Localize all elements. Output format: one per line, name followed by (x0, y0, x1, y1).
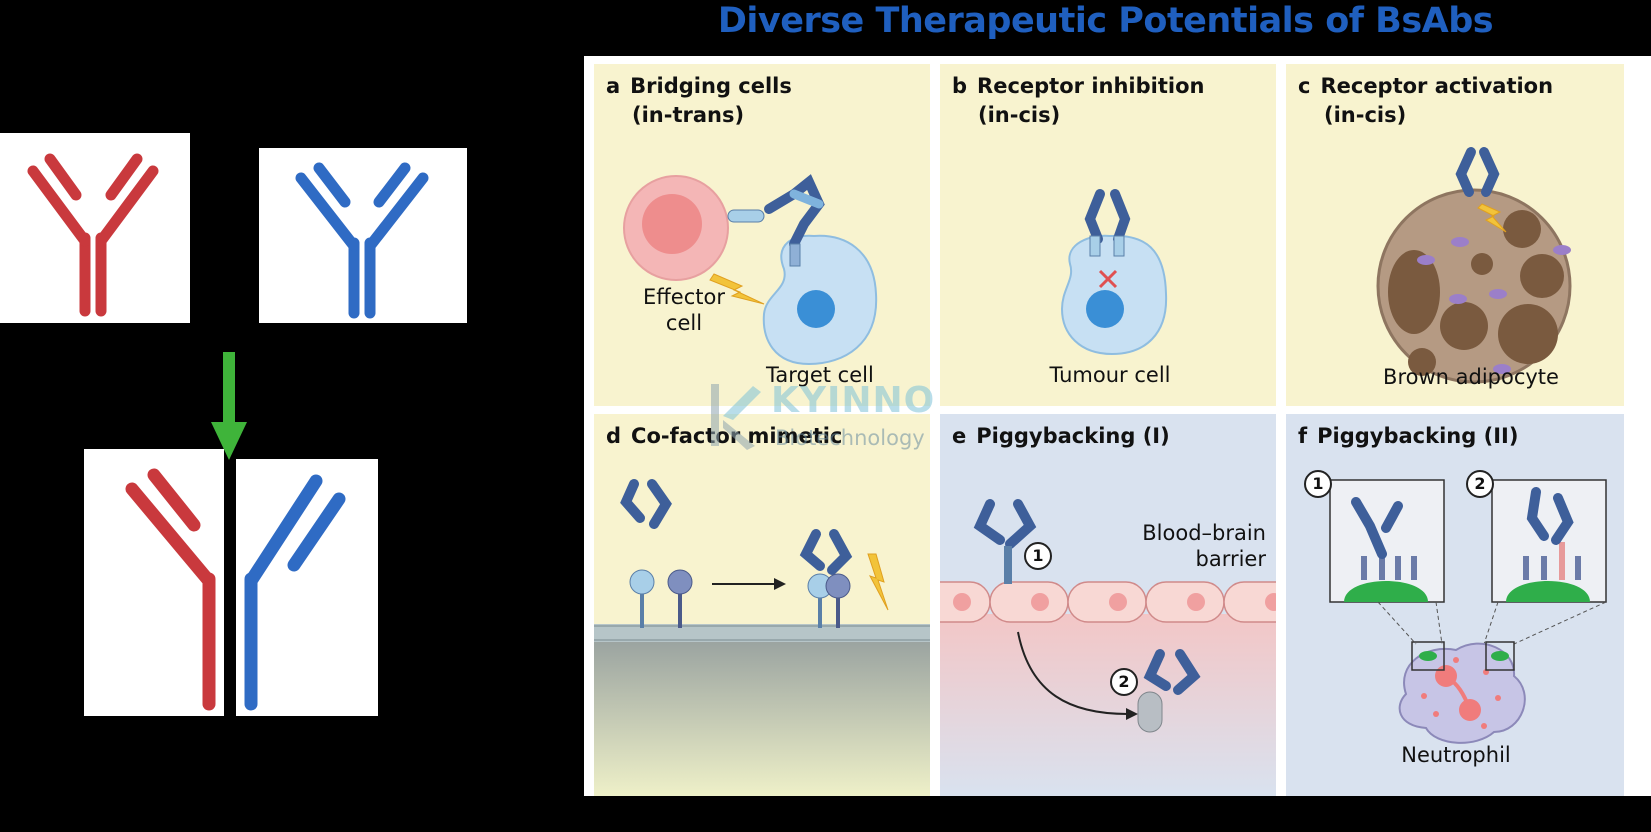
bispecific-antibody-icon (125, 468, 346, 711)
bispecific-left-box (84, 449, 224, 716)
red-antibody-icon (27, 153, 159, 317)
parental-antibody-a-box (0, 133, 190, 323)
inset-1-marker: 1 (1304, 470, 1332, 498)
blue-antibody-icon (295, 162, 429, 319)
down-arrow-icon (211, 352, 247, 460)
step-1-marker: 1 (1024, 542, 1052, 570)
kyinno-logo-icon (711, 384, 761, 450)
inset-2-marker: 2 (1466, 470, 1494, 498)
parental-antibody-b-box (259, 148, 467, 323)
step-2-marker: 2 (1110, 668, 1138, 696)
brown-adipocyte-label: Brown adipocyte (1383, 365, 1559, 389)
target-cell-label: Target cell (766, 363, 874, 387)
watermark-sub: Biotechnology (775, 426, 925, 450)
watermark: KYINNO Biotechnology (705, 380, 945, 454)
neutrophil-label: Neutrophil (1401, 743, 1511, 767)
tumour-cell-label: Tumour cell (1049, 363, 1171, 387)
watermark-name: KYINNO (771, 380, 936, 421)
figure-title: Diverse Therapeutic Potentials of BsAbs (717, 1, 1494, 41)
